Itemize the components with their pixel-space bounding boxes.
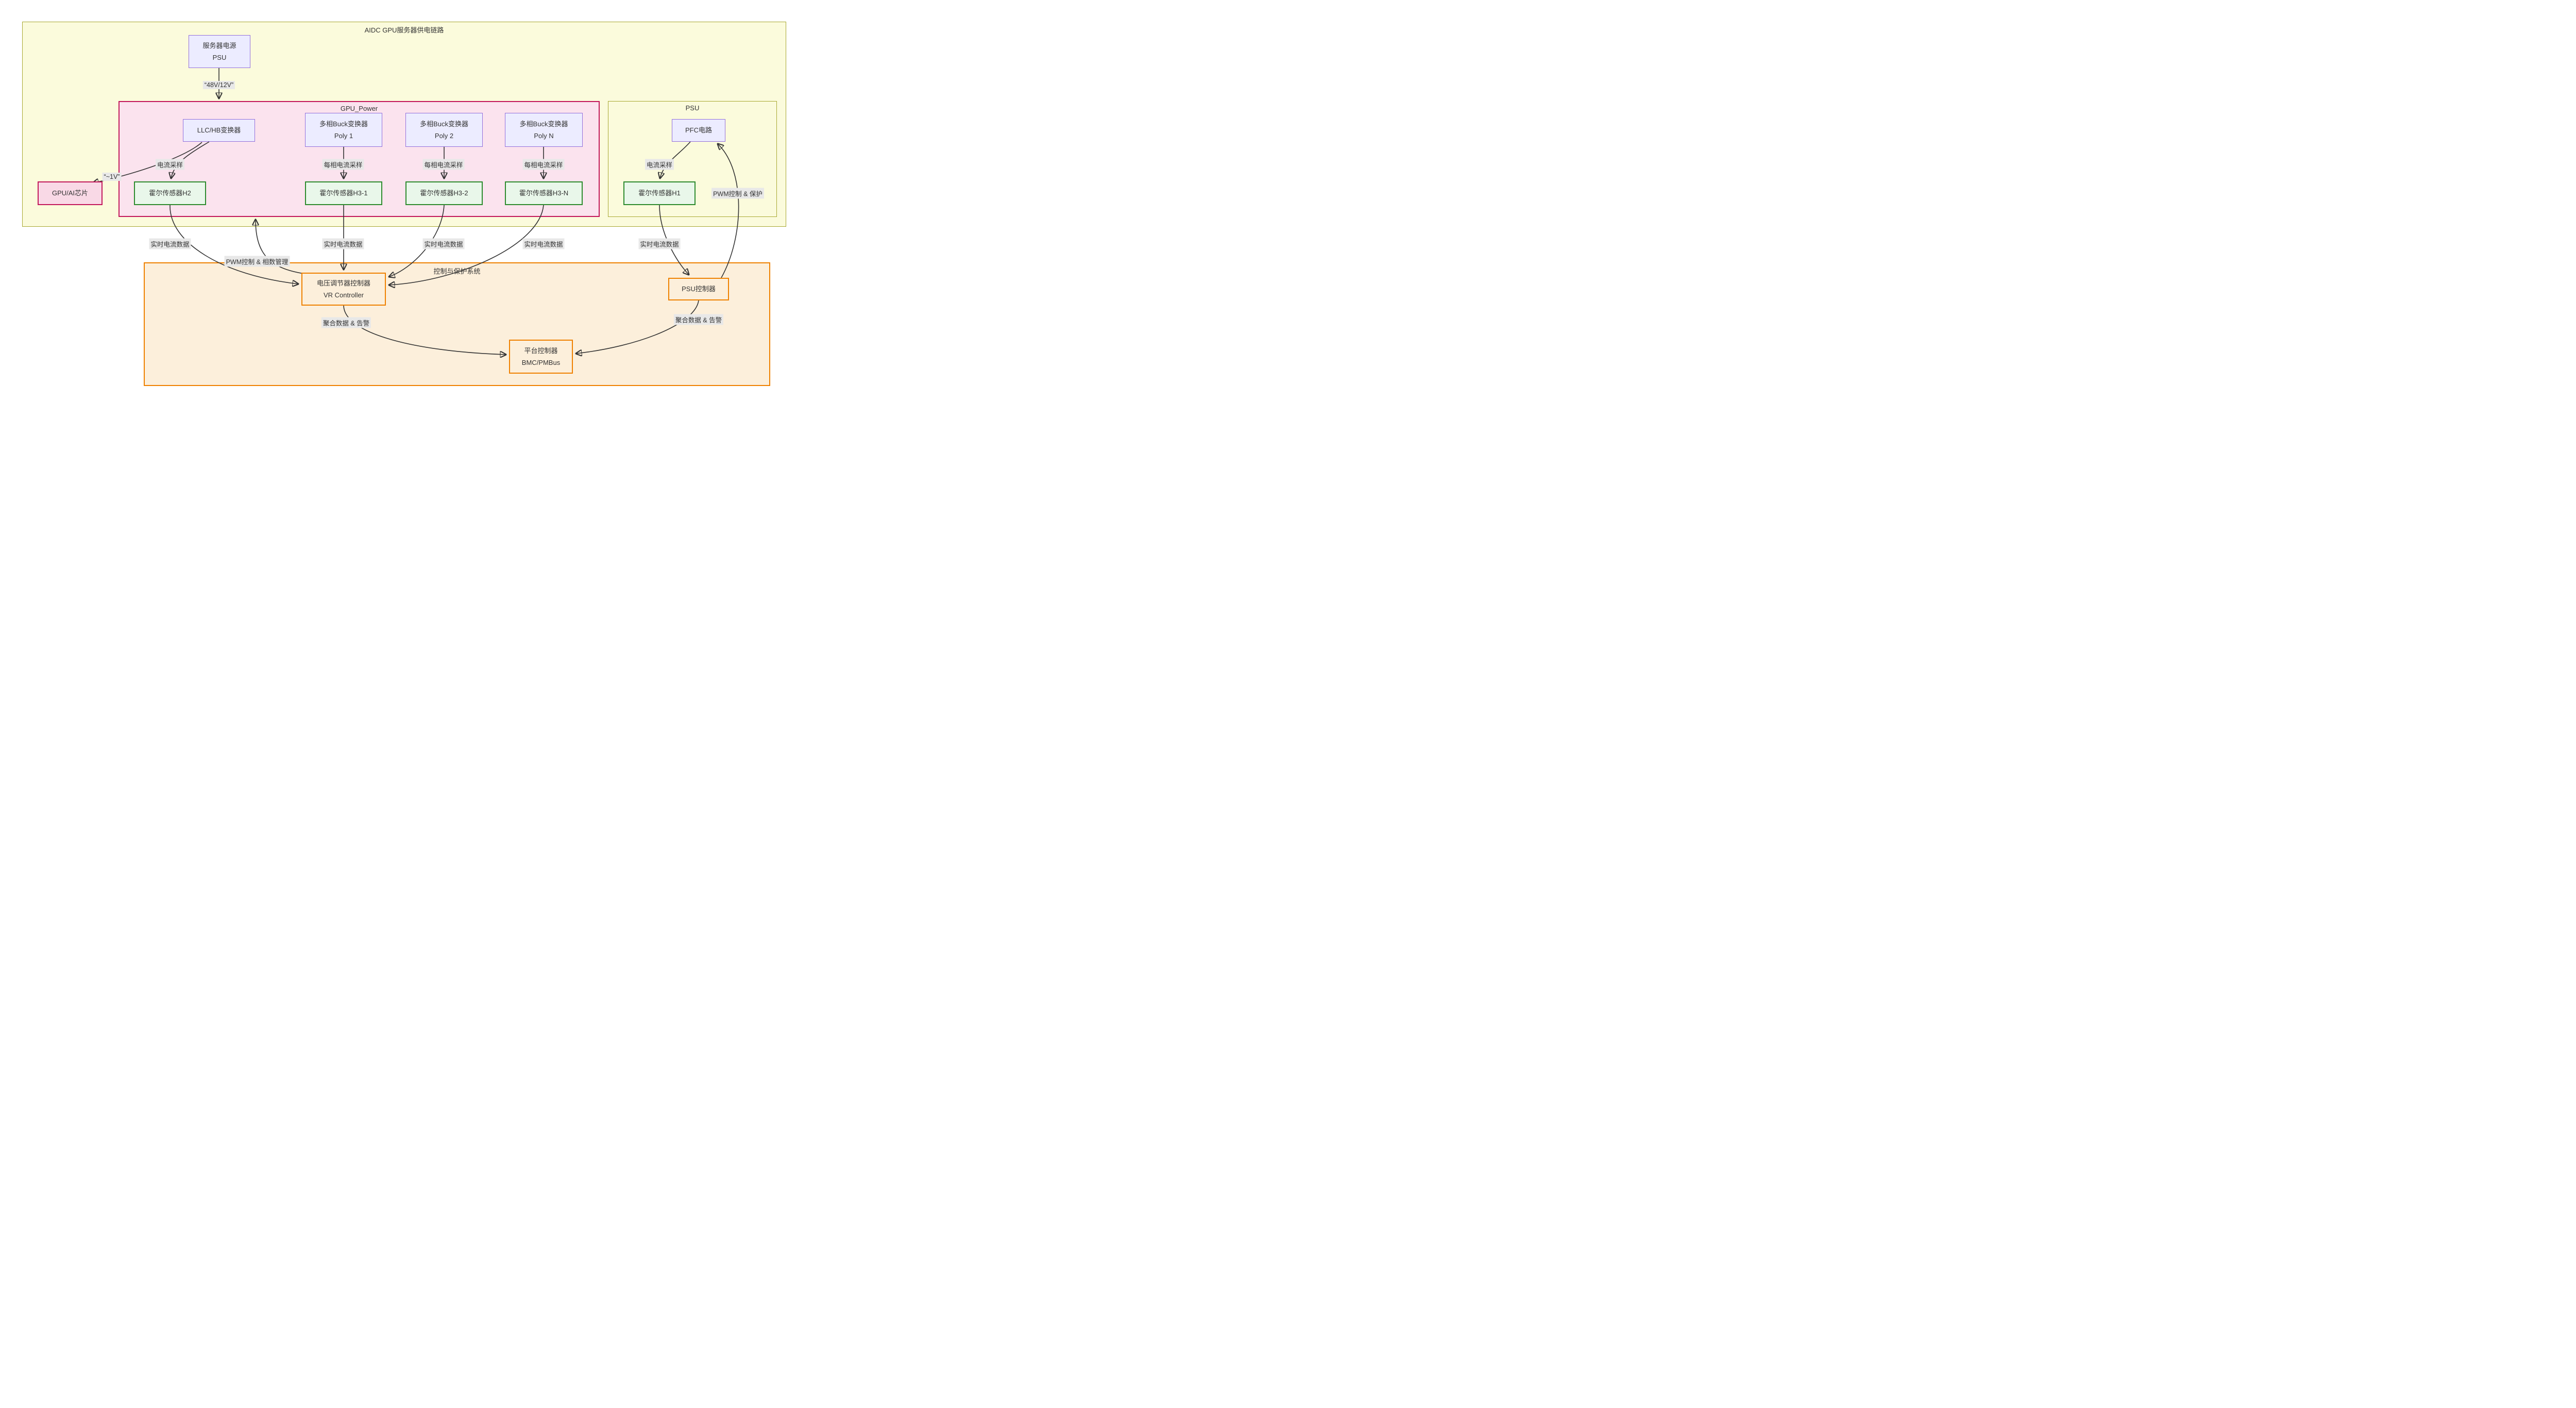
node-server-psu-line2: PSU bbox=[212, 54, 227, 61]
node-vr-line2: VR Controller bbox=[323, 291, 364, 299]
edge-label-pwm-protect: PWM控制 & 保护 bbox=[711, 188, 764, 199]
node-psu-controller: PSU控制器 bbox=[668, 278, 729, 300]
edge-label-current-sample-llc: 电流采样 bbox=[155, 159, 185, 170]
node-hall-sensor-h3n: 霍尔传感器H3-N bbox=[505, 181, 583, 205]
node-hall-h31-label: 霍尔传感器H3-1 bbox=[319, 189, 368, 197]
node-llc-converter: LLC/HB变换器 bbox=[183, 119, 255, 142]
edge-label-48v-12v: “48V/12V” bbox=[202, 81, 235, 89]
edge-label-realtime-h32: 实时电流数据 bbox=[422, 238, 465, 249]
node-llc-label: LLC/HB变换器 bbox=[197, 126, 241, 135]
node-buck-poly2-line1: 多相Buck变换器 bbox=[420, 120, 468, 128]
node-server-psu: 服务器电源 PSU bbox=[189, 35, 250, 68]
subgraph-title-aidc: AIDC GPU服务器供电链路 bbox=[364, 26, 444, 34]
edge-label-aggregate-vr: 聚合数据 & 告警 bbox=[321, 317, 371, 328]
node-hall-sensor-h31: 霍尔传感器H3-1 bbox=[305, 181, 382, 205]
subgraph-control-protection: 控制与保护系统 bbox=[144, 262, 770, 386]
edge-label-per-phase-1: 每相电流采样 bbox=[322, 159, 364, 170]
node-buck-polyn: 多相Buck变换器 Poly N bbox=[505, 113, 583, 147]
node-pfc-label: PFC电路 bbox=[685, 126, 712, 135]
node-platform-line2: BMC/PMBus bbox=[521, 359, 561, 366]
node-hall-h3n-label: 霍尔传感器H3-N bbox=[519, 189, 569, 197]
edge-label-pwm-phase-mgmt: PWM控制 & 相数管理 bbox=[224, 256, 290, 267]
node-buck-polyn-line2: Poly N bbox=[534, 132, 554, 140]
edge-h32-to-vr bbox=[389, 205, 445, 277]
node-platform-line1: 平台控制器 bbox=[524, 346, 558, 355]
edge-h2-to-vr bbox=[170, 205, 298, 284]
edge-label-realtime-h31: 实时电流数据 bbox=[322, 238, 364, 249]
node-buck-poly1-line1: 多相Buck变换器 bbox=[319, 120, 368, 128]
edge-label-per-phase-2: 每相电流采样 bbox=[422, 159, 465, 170]
node-hall-sensor-h32: 霍尔传感器H3-2 bbox=[405, 181, 483, 205]
node-pfc-circuit: PFC电路 bbox=[672, 119, 725, 142]
node-server-psu-line1: 服务器电源 bbox=[202, 41, 236, 49]
edge-psuctrl-to-pfc bbox=[718, 144, 739, 278]
node-hall-h1-label: 霍尔传感器H1 bbox=[638, 189, 681, 197]
edge-llc-to-h2 bbox=[171, 141, 210, 178]
edge-label-realtime-h2: 实时电流数据 bbox=[149, 238, 191, 249]
edge-label-aggregate-psu: 聚合数据 & 告警 bbox=[673, 314, 724, 325]
node-gpu-ai-chip: GPU/AI芯片 bbox=[38, 181, 103, 205]
power-chain-diagram: AIDC GPU服务器供电链路 GPU_Power PSU 控制与保护系统 bbox=[0, 0, 808, 409]
node-buck-poly2: 多相Buck变换器 Poly 2 bbox=[405, 113, 483, 147]
edge-label-realtime-h3n: 实时电流数据 bbox=[522, 238, 565, 249]
edge-label-current-sample-pfc: 电流采样 bbox=[645, 159, 674, 170]
node-buck-poly1: 多相Buck变换器 Poly 1 bbox=[305, 113, 382, 147]
node-hall-sensor-h2: 霍尔传感器H2 bbox=[134, 181, 206, 205]
node-buck-polyn-line1: 多相Buck变换器 bbox=[519, 120, 568, 128]
node-gpu-chip-label: GPU/AI芯片 bbox=[52, 189, 89, 197]
node-hall-h32-label: 霍尔传感器H3-2 bbox=[420, 189, 468, 197]
edge-h3n-to-vr bbox=[389, 205, 544, 285]
subgraph-title-psu: PSU bbox=[685, 104, 700, 112]
edge-label-realtime-h1: 实时电流数据 bbox=[638, 238, 681, 249]
subgraph-title-control-protection: 控制与保护系统 bbox=[433, 267, 481, 275]
node-buck-poly1-line2: Poly 1 bbox=[334, 132, 353, 140]
subgraph-title-gpu-power: GPU_Power bbox=[340, 105, 378, 112]
node-hall-h2-label: 霍尔传感器H2 bbox=[149, 189, 191, 197]
edge-label-1v: “~1V” bbox=[102, 173, 122, 181]
node-vr-line1: 电压调节器控制器 bbox=[316, 279, 370, 287]
node-buck-poly2-line2: Poly 2 bbox=[434, 132, 454, 140]
node-platform-controller: 平台控制器 BMC/PMBus bbox=[509, 340, 573, 374]
edge-psuctrl-to-platform bbox=[576, 300, 699, 354]
node-psu-controller-label: PSU控制器 bbox=[682, 285, 716, 293]
node-vr-controller: 电压调节器控制器 VR Controller bbox=[301, 273, 386, 306]
edge-vr-to-platform bbox=[343, 305, 506, 355]
node-hall-sensor-h1: 霍尔传感器H1 bbox=[623, 181, 696, 205]
edge-label-per-phase-n: 每相电流采样 bbox=[522, 159, 565, 170]
